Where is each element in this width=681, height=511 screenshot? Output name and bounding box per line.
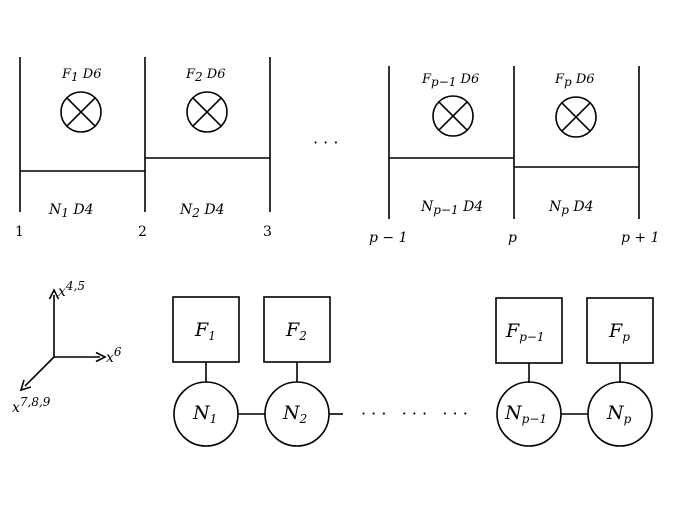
d6-symbol-2	[186, 91, 228, 133]
flavor-label-p-minus-1: Fp−1	[505, 320, 545, 344]
d4-label-2: N2 D4	[179, 202, 224, 220]
axis-x6-label: x6	[106, 345, 122, 366]
gauge-label-p: Np	[606, 402, 632, 426]
axis-x789	[24, 356, 55, 387]
flavor-label-2: F2	[285, 319, 307, 343]
axis-x789-label: x7,8,9	[12, 395, 51, 416]
d6-label-p: Fp D6	[554, 72, 595, 89]
axis-x789-arrowhead	[19, 379, 32, 392]
ns5-label-3: 3	[263, 224, 272, 240]
ns5-label-1: 1	[15, 224, 24, 240]
flavor-label-1: F1	[194, 319, 216, 343]
ns5-label-p: p	[508, 230, 517, 246]
d4-label-p-minus-1: Np−1 D4	[420, 199, 483, 217]
gauge-label-2: N2	[282, 402, 307, 426]
ns5-label-p-minus-1: p − 1	[369, 230, 408, 246]
ns5-label-p-plus-1: p + 1	[621, 230, 660, 246]
axis-x6-arrowhead	[95, 351, 107, 363]
quiver-ellipsis: · · · · · · · · ·	[361, 404, 468, 423]
d6-symbol-p	[555, 96, 597, 138]
d6-symbol-1	[60, 91, 102, 133]
brane-construction: F1 D6 F2 D6 Fp−1 D6 Fp D6 N1 D4 N2 D4 Np…	[15, 57, 660, 246]
gauge-label-1: N1	[192, 402, 217, 426]
quiver-diagram: F1 F2 Fp−1 Fp N1 N2 Np−1 Np · · · · · · …	[172, 296, 654, 447]
coordinate-axes: x4,5 x6 x7,8,9	[12, 279, 122, 416]
d6-label-p-minus-1: Fp−1 D6	[421, 72, 479, 89]
d6-symbol-p-minus-1	[432, 95, 474, 137]
gauge-label-p-minus-1: Np−1	[504, 402, 547, 426]
axis-x45-label: x4,5	[58, 279, 85, 300]
flavor-label-p: Fp	[608, 320, 630, 344]
d6-label-2: F2 D6	[185, 67, 226, 84]
axis-x45-arrowhead	[48, 288, 60, 300]
ns5-label-2: 2	[138, 224, 147, 240]
d6-label-1: F1 D6	[61, 67, 102, 84]
brane-ellipsis: · · ·	[313, 133, 338, 152]
d4-label-p: Np D4	[548, 199, 594, 217]
d4-label-1: N1 D4	[48, 202, 93, 220]
